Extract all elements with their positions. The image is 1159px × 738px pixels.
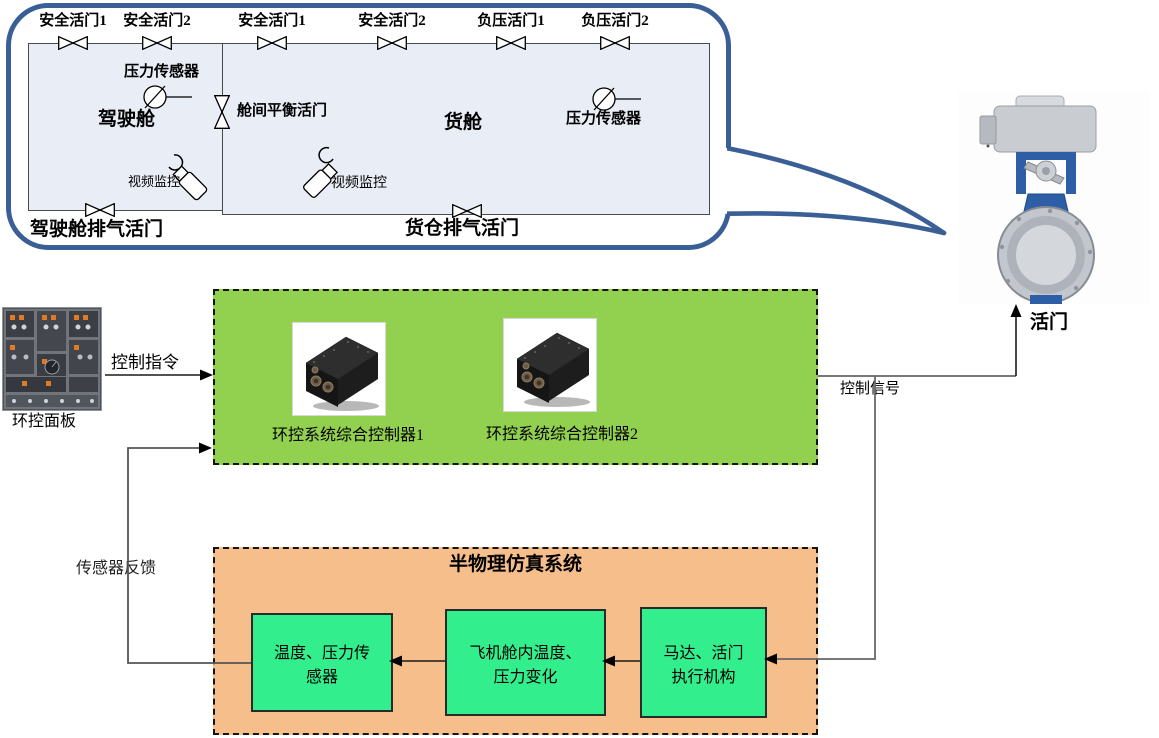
- pressure-sensor-icon-cargo: [592, 87, 641, 111]
- control-command-arrowhead: [200, 369, 213, 381]
- valve-icon-negative-1: [496, 36, 526, 50]
- sim-block-sensors: 温度、压力传 感器: [251, 613, 393, 712]
- valve-label-safety-cockpit-1: 安全活门1: [39, 13, 107, 29]
- cargo-label: 货舱: [444, 112, 483, 133]
- valve-label-safety-cockpit-2: 安全活门2: [123, 13, 191, 29]
- exhaust-valve-icon-cargo: [452, 204, 482, 218]
- camera-label-cargo: 视频监控: [331, 176, 387, 191]
- valve-label-safety-cargo-1: 安全活门1: [238, 13, 306, 29]
- ecs-panel-caption: 环控面板: [12, 413, 77, 430]
- controller-photo-2: [503, 318, 597, 412]
- valve-icon-negative-2: [600, 36, 630, 50]
- sensor-feedback-label: 传感器反馈: [76, 560, 157, 577]
- valve-icon-safety-cockpit-2: [142, 36, 172, 50]
- feedback-arrowhead: [199, 442, 212, 454]
- ecs-panel-photo: [2, 307, 102, 411]
- valve-icon-safety-cockpit-1: [58, 36, 88, 50]
- valve-photo: [958, 92, 1150, 304]
- control-command-label: 控制指令: [111, 353, 179, 372]
- exhaust-valve-icon-cockpit: [85, 203, 115, 217]
- valve-photo-caption: 活门: [1030, 312, 1069, 333]
- camera-icon-cargo: [303, 146, 339, 198]
- cockpit-label: 驾驶舱: [98, 109, 156, 130]
- sim-block-cabin-state: 飞机舱内温度、 压力变化: [445, 609, 606, 716]
- simulation-title: 半物理仿真系统: [448, 554, 582, 575]
- pressure-sensor-icon-cockpit: [143, 85, 192, 109]
- pressure-sensor-label-cockpit: 压力传感器: [124, 64, 200, 80]
- valve-label-negative-1: 负压活门1: [477, 13, 545, 29]
- camera-icon-cockpit: [168, 154, 208, 201]
- camera-label-cockpit: 视频监控: [128, 174, 181, 189]
- balance-valve-label: 舱间平衡活门: [237, 103, 328, 119]
- sim-block-actuators: 马达、活门 执行机构: [640, 607, 767, 718]
- valve-icon-safety-cargo-2: [377, 36, 407, 50]
- exhaust-valve-label-cockpit: 驾驶舱排气活门: [30, 219, 164, 240]
- controller-label-1: 环控系统综合控制器1: [271, 427, 424, 444]
- controller-photo-1: [292, 322, 386, 416]
- control-signal-label: 控制信号: [840, 381, 901, 397]
- exhaust-valve-label-cargo: 货仓排气活门: [405, 218, 520, 239]
- valve-label-safety-cargo-2: 安全活门2: [358, 13, 426, 29]
- valve-icon-safety-cargo-1: [257, 36, 287, 50]
- pressure-sensor-label-cargo: 压力传感器: [566, 111, 642, 127]
- controller-label-2: 环控系统综合控制器2: [485, 426, 638, 443]
- valve-arrowhead: [1010, 304, 1022, 317]
- balance-valve-icon: [214, 95, 230, 129]
- valve-label-negative-2: 负压活门2: [581, 13, 649, 29]
- bubble-tail: [716, 146, 944, 233]
